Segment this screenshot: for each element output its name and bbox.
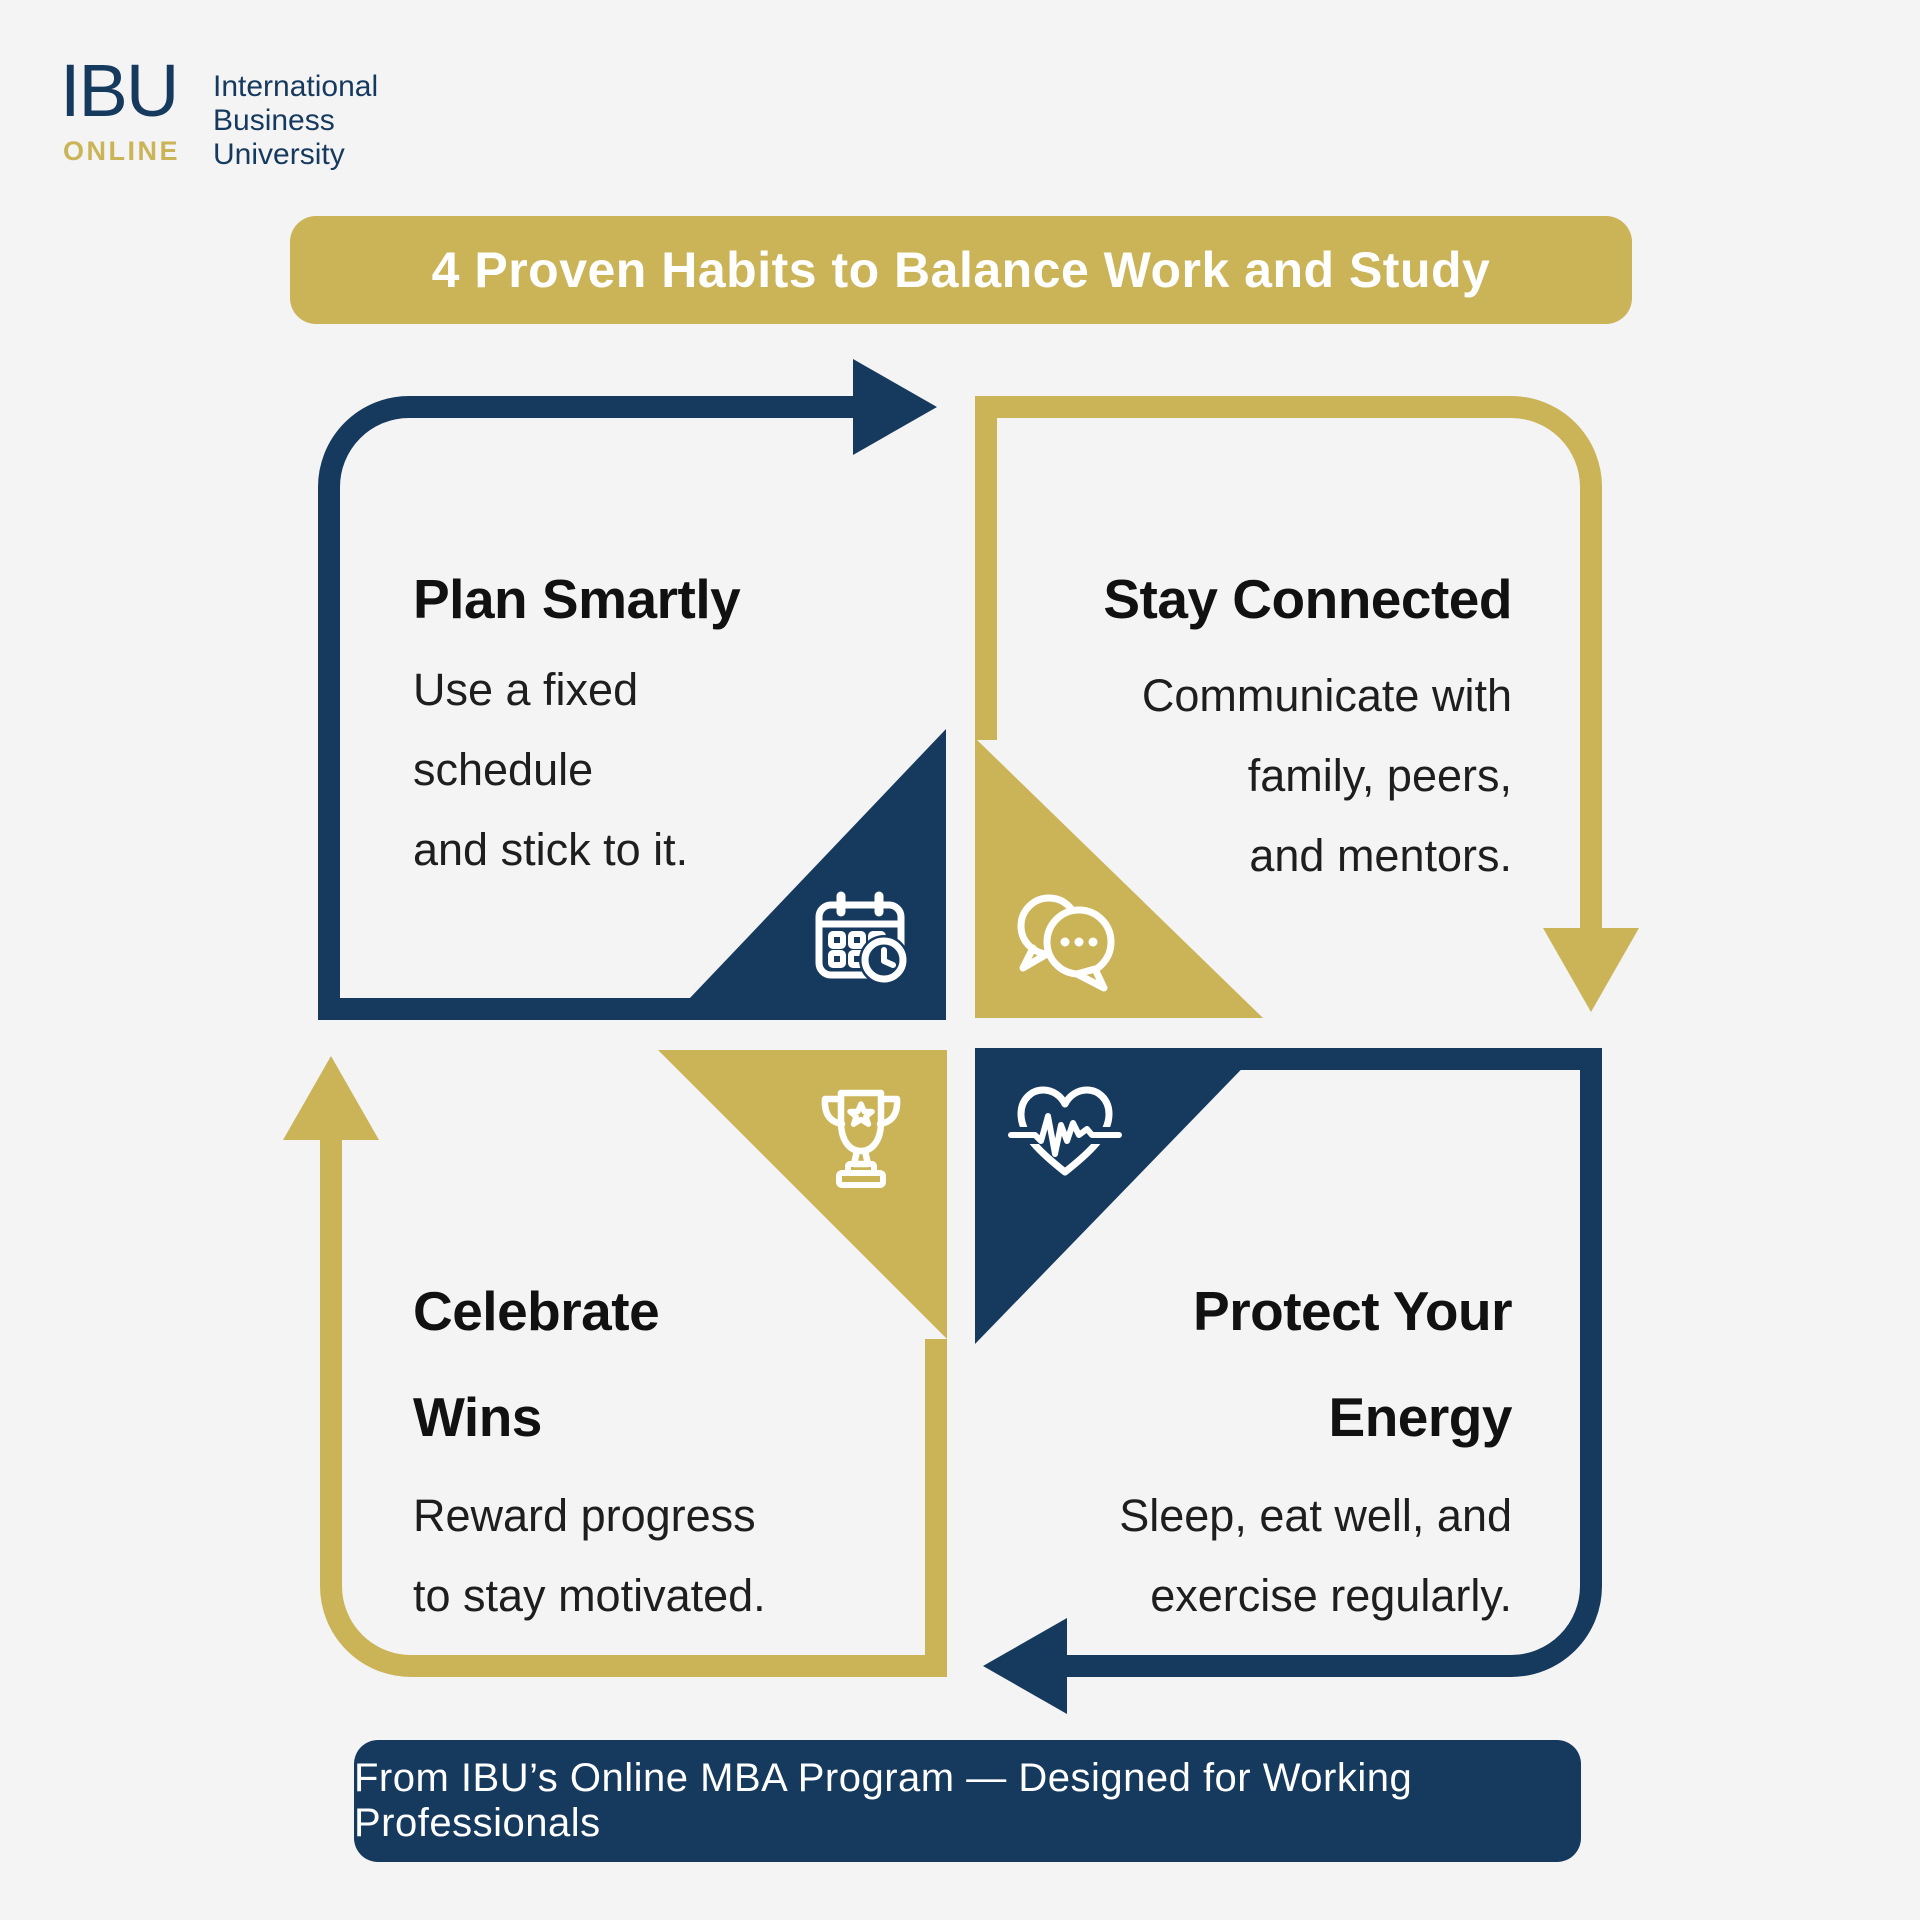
description-line: and mentors. — [1249, 830, 1512, 881]
description-line: Reward progress — [413, 1490, 756, 1541]
energy-arrowhead-left — [983, 1618, 1067, 1714]
description-line: family, peers, — [1247, 750, 1512, 801]
title-line: Protect Your — [1193, 1280, 1512, 1342]
energy-arrow-path — [975, 1048, 1602, 1677]
page-title: 4 Proven Habits to Balance Work and Stud… — [431, 242, 1491, 298]
celebrate-wins-title: Celebrate Wins — [413, 1258, 660, 1470]
logo-org-line: University — [213, 138, 345, 171]
heart-pulse-icon — [1007, 1086, 1123, 1176]
description-line: to stay motivated. — [413, 1570, 766, 1621]
protect-your-energy-title: Protect Your Energy — [1193, 1258, 1512, 1470]
logo-org-line: International — [213, 70, 379, 103]
trophy-icon — [821, 1089, 901, 1188]
title-line: Wins — [413, 1386, 542, 1448]
title-line: Celebrate — [413, 1280, 660, 1342]
footer-banner: From IBU’s Online MBA Program — Designed… — [354, 1740, 1581, 1862]
description-line: schedule — [413, 744, 594, 795]
logo-org-name: International Business University — [213, 70, 378, 172]
description-line: Sleep, eat well, and — [1119, 1490, 1512, 1541]
description-line: exercise regularly. — [1150, 1570, 1512, 1621]
logo-online-label: ONLINE — [63, 136, 181, 166]
title-banner: 4 Proven Habits to Balance Work and Stud… — [290, 216, 1632, 324]
stay-connected-title: Stay Connected — [1103, 568, 1512, 630]
plan-smartly-description: Use a fixed schedule and stick to it. — [413, 650, 688, 890]
footer-text: From IBU’s Online MBA Program — Designed… — [354, 1756, 1413, 1845]
connect-arrowhead-down — [1543, 928, 1639, 1012]
logo-org-line: Business — [213, 104, 335, 137]
plan-arrowhead-right — [853, 359, 937, 455]
description-line: Use a fixed — [413, 664, 639, 715]
plan-smartly-title: Plan Smartly — [413, 568, 741, 630]
celebrate-wins-description: Reward progress to stay motivated. — [413, 1476, 766, 1636]
logo-acronym: IBU — [60, 49, 179, 132]
title-line: Energy — [1328, 1386, 1513, 1448]
description-line: Communicate with — [1141, 670, 1512, 721]
description-line: and stick to it. — [413, 824, 689, 875]
connect-arrow-path — [975, 396, 1602, 928]
stay-connected-description: Communicate with family, peers, and ment… — [1142, 656, 1512, 896]
celebrate-corner-wedge — [658, 1050, 947, 1339]
celebrate-arrowhead-up — [283, 1056, 379, 1140]
calendar-clock-icon — [815, 891, 909, 985]
chat-bubbles-icon — [1017, 894, 1115, 992]
celebrate-arrow-path — [320, 1140, 947, 1677]
plan-arrow-path — [318, 396, 946, 1020]
protect-your-energy-description: Sleep, eat well, and exercise regularly. — [1119, 1476, 1512, 1636]
